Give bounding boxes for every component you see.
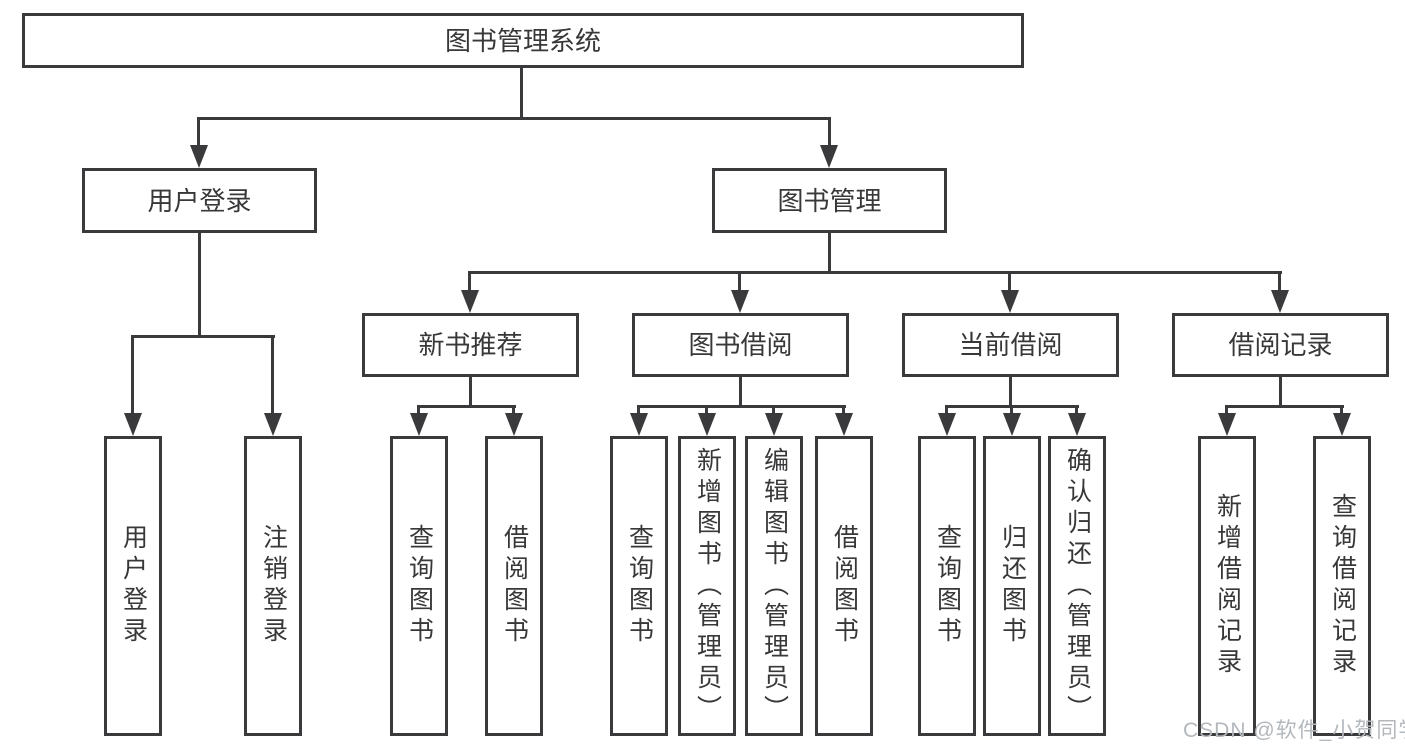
leaf-user-login: 用户登录 [104, 436, 162, 736]
leaf-query-books-borrowing: 查询图书 [610, 436, 668, 736]
arrow-into-user-login [190, 145, 208, 168]
connector-new-book-split [417, 405, 516, 408]
connector-drop-new-book [468, 271, 471, 292]
connector-drop-logout-leaf [271, 335, 274, 415]
arrow-into-new-book [461, 290, 479, 313]
arrow-into-g0-leaf0 [410, 413, 428, 436]
arrow-into-g3-leaf0 [1218, 413, 1236, 436]
leaf-add-books-admin: 新增图书（管理员） [678, 436, 736, 736]
connector-drop-g3-leaf0 [1225, 405, 1228, 417]
connector-book-management-stem [828, 233, 831, 273]
leaf-logout: 注销登录 [244, 436, 302, 736]
arrow-into-g1-leaf3 [835, 413, 853, 436]
connector-drop-g3-leaf1 [1340, 405, 1343, 417]
node-book-management: 图书管理 [712, 168, 947, 233]
connector-root-stem [520, 68, 523, 118]
connector-user-login-stem [198, 233, 201, 337]
arrow-into-login-leaf [124, 413, 142, 436]
leaf-borrow-books-recommend: 借阅图书 [485, 436, 543, 736]
connector-drop-g1-leaf2 [772, 405, 775, 417]
connector-drop-g0-leaf1 [512, 405, 515, 417]
connector-drop-login-leaf [131, 335, 134, 415]
arrow-into-g2-leaf0 [938, 413, 956, 436]
connector-drop-g1-leaf0 [637, 405, 640, 417]
arrow-into-g2-leaf2 [1068, 413, 1086, 436]
arrow-into-g1-leaf1 [698, 413, 716, 436]
node-user-login: 用户登录 [82, 168, 317, 233]
connector-drop-book-management [828, 117, 831, 148]
leaf-query-books-recommend: 查询图书 [390, 436, 448, 736]
connector-book-borrow-stem [739, 377, 742, 407]
arrow-into-borrow-records [1271, 290, 1289, 313]
arrow-into-current-borrow [1001, 290, 1019, 313]
leaf-borrow-books: 借阅图书 [815, 436, 873, 736]
node-root: 图书管理系统 [22, 13, 1024, 68]
connector-new-book-stem [469, 377, 472, 407]
connector-drop-g2-leaf1 [1010, 405, 1013, 417]
arrow-into-book-borrow [731, 290, 749, 313]
connector-current-borrow-stem [1009, 377, 1012, 407]
connector-drop-g2-leaf0 [945, 405, 948, 417]
connector-drop-g1-leaf1 [705, 405, 708, 417]
connector-user-login-split [131, 335, 275, 338]
leaf-add-borrow-record: 新增借阅记录 [1198, 436, 1256, 736]
connector-drop-borrow-records [1278, 271, 1281, 292]
connector-drop-book-borrow [738, 271, 741, 292]
leaf-query-borrow-record: 查询借阅记录 [1313, 436, 1371, 736]
connector-drop-user-login [197, 117, 200, 148]
node-borrowing-records: 借阅记录 [1172, 313, 1389, 377]
connector-drop-g1-leaf3 [842, 405, 845, 417]
connector-borrow-records-stem [1279, 377, 1282, 407]
node-current-borrowing: 当前借阅 [902, 313, 1119, 377]
node-book-borrowing: 图书借阅 [632, 313, 849, 377]
arrow-into-g3-leaf1 [1333, 413, 1351, 436]
arrow-into-g1-leaf2 [765, 413, 783, 436]
leaf-confirm-return-admin: 确认归还（管理员） [1048, 436, 1106, 736]
arrow-into-g1-leaf0 [630, 413, 648, 436]
node-new-book-recommend: 新书推荐 [362, 313, 579, 377]
arrow-into-book-management [820, 145, 838, 168]
connector-level3-split [468, 271, 1282, 274]
connector-drop-g0-leaf0 [417, 405, 420, 417]
leaf-query-books-current: 查询图书 [918, 436, 976, 736]
connector-book-borrow-split [637, 405, 846, 408]
connector-drop-g2-leaf2 [1075, 405, 1078, 417]
arrow-into-logout-leaf [264, 413, 282, 436]
connector-drop-current-borrow [1008, 271, 1011, 292]
arrow-into-g2-leaf1 [1003, 413, 1021, 436]
leaf-return-books: 归还图书 [983, 436, 1041, 736]
csdn-watermark: CSDN @软件_小贺同学 [1183, 719, 1405, 742]
arrow-into-g0-leaf1 [505, 413, 523, 436]
leaf-edit-books-admin: 编辑图书（管理员） [745, 436, 803, 736]
connector-level1-split [197, 117, 831, 120]
connector-borrow-records-split [1225, 405, 1344, 408]
